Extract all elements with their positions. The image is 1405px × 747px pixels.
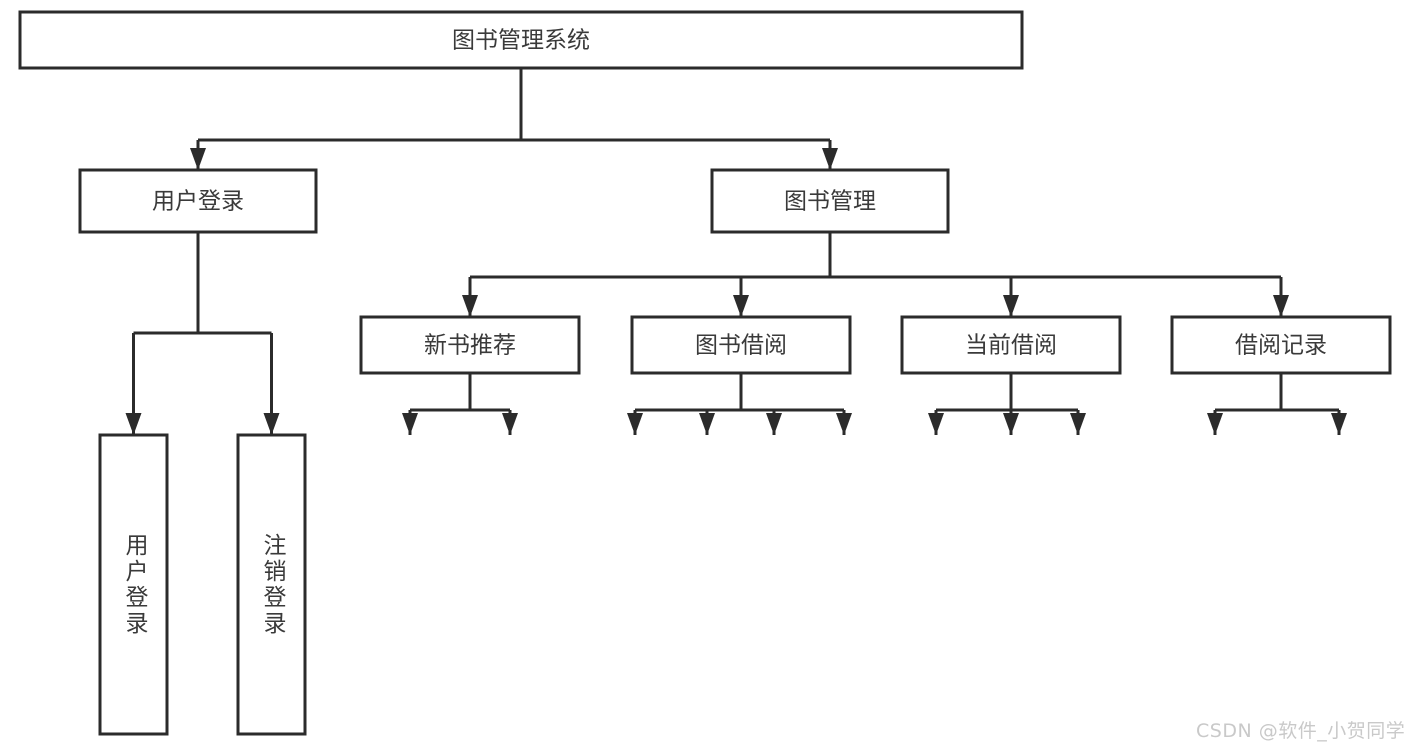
node-label-用户登录: 用户登录 [152,189,244,215]
node-box-图书借阅[interactable] [630,315,852,375]
node-label-当前借阅: 当前借阅 [965,333,1057,359]
arrow-head-icon-查询图书 [402,413,418,435]
arrow-head-icon-查询借阅记录 [1331,413,1347,435]
arrow-head-icon-用户登录 [190,148,206,170]
arrow-head-icon-图书管理 [822,148,838,170]
arrow-head-icon-借阅图书 [836,413,852,435]
node-label-借阅记录: 借阅记录 [1235,333,1327,359]
arrow-head-icon-确认归还管理员 [1070,413,1086,435]
node-label-图书管理: 图书管理 [784,189,876,215]
arrow-head-icon-新增图书管理员 [699,413,715,435]
arrow-head-icon-新书推荐 [462,295,478,317]
node-box-注销登录[interactable] [236,433,307,736]
arrow-head-icon-新增借阅记录 [1207,413,1223,435]
arrow-head-icon-图书借阅 [733,295,749,317]
node-label-图书借阅: 图书借阅 [695,333,787,359]
node-box-用户登录[interactable] [98,433,169,736]
watermark-text: CSDN @软件_小贺同学 [1196,720,1405,742]
arrow-head-icon-当前借阅 [1003,295,1019,317]
node-box-图书管理系统[interactable] [18,10,1024,70]
node-box-新书推荐[interactable] [359,315,581,375]
arrow-head-icon-用户登录 [125,413,142,435]
arrow-head-icon-注销登录 [263,413,280,435]
arrow-head-icon-查询图书 [928,413,944,435]
arrow-head-icon-借阅图书 [502,413,518,435]
arrow-head-icon-查询图书 [627,413,643,435]
arrow-head-icon-编辑图书管理员 [766,413,782,435]
connector-layer [125,68,1347,435]
node-box-当前借阅[interactable] [900,315,1122,375]
node-label-图书管理系统: 图书管理系统 [452,28,590,54]
arrow-head-icon-借阅记录 [1273,295,1289,317]
node-box-图书管理[interactable] [710,168,950,234]
node-label-新书推荐: 新书推荐 [424,333,516,359]
node-box-用户登录[interactable] [78,168,318,234]
arrow-head-icon-归还图书 [1003,413,1019,435]
box-layer [18,10,1392,736]
node-box-借阅记录[interactable] [1170,315,1392,375]
